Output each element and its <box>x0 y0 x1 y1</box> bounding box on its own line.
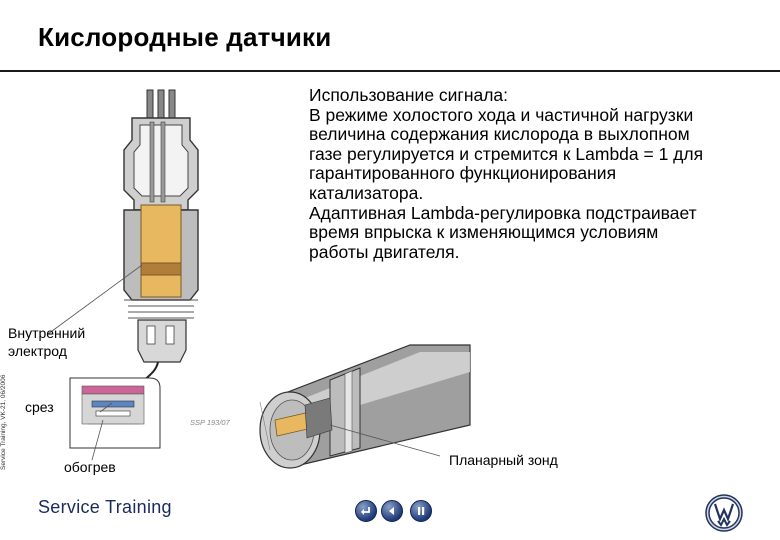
return-button[interactable] <box>355 500 377 522</box>
ssp-code: SSP 193/07 <box>190 418 230 427</box>
heater-leader <box>91 419 104 461</box>
signal-usage-text: Использование сигнала: В режиме холостог… <box>309 85 704 262</box>
planar-probe-label: Планарный зонд <box>449 452 558 468</box>
planar-probe-drawing <box>259 344 471 469</box>
heater-leader-inner <box>99 402 113 413</box>
heating-label: обогрев <box>64 459 116 475</box>
planar-probe-leader <box>329 424 441 457</box>
cut-section <box>69 377 161 449</box>
title-divider <box>0 70 780 72</box>
pause-icon <box>418 507 425 515</box>
inner-electrode-leader <box>47 264 143 335</box>
return-icon <box>361 507 370 515</box>
inner-electrode-label: Внутренний электрод <box>8 325 86 359</box>
back-button[interactable] <box>381 500 403 522</box>
vw-logo <box>705 494 743 532</box>
cut-label: срез <box>25 399 54 415</box>
pause-button[interactable] <box>410 500 432 522</box>
service-training-brand: Service Training <box>38 497 172 517</box>
back-arrow-icon <box>389 507 394 515</box>
sensor-cross-section <box>123 89 199 385</box>
page-title: Кислородные датчики <box>38 22 332 52</box>
